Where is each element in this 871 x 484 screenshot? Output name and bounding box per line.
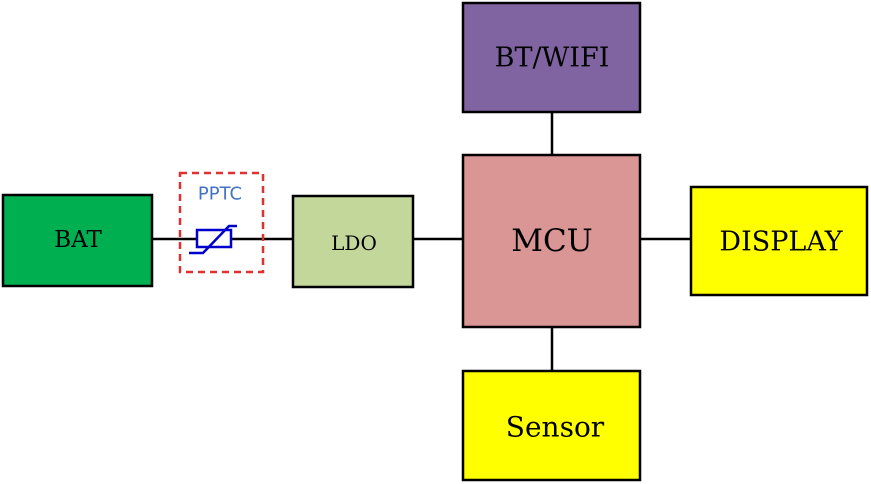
ldo-block: LDO — [291, 194, 415, 289]
display-box — [689, 185, 869, 297]
display-label: DISPLAY — [719, 227, 843, 258]
connection-lines — [152, 112, 691, 371]
mcu-box — [461, 153, 642, 329]
pptc-label: PPTC — [198, 184, 242, 205]
pptc-group: PPTC — [178, 171, 265, 274]
pptc-dashed-box — [178, 171, 265, 274]
bt-wifi-box — [461, 1, 642, 114]
display-block: DISPLAY — [689, 185, 869, 297]
bt-wifi-label: BT/WIFI — [495, 43, 610, 74]
bat-label: BAT — [54, 227, 102, 253]
mcu-label: MCU — [511, 223, 593, 259]
bat-box — [1, 193, 154, 288]
ldo-box — [291, 194, 415, 289]
bt-wifi-block: BT/WIFI — [461, 1, 642, 114]
sensor-box — [461, 369, 642, 482]
ldo-label: LDO — [331, 231, 377, 255]
ptc-thermistor-icon — [189, 224, 237, 255]
bat-block: BAT — [1, 193, 154, 288]
mcu-block: MCU — [461, 153, 642, 329]
sensor-label: Sensor — [506, 411, 605, 444]
sensor-block: Sensor — [461, 369, 642, 482]
